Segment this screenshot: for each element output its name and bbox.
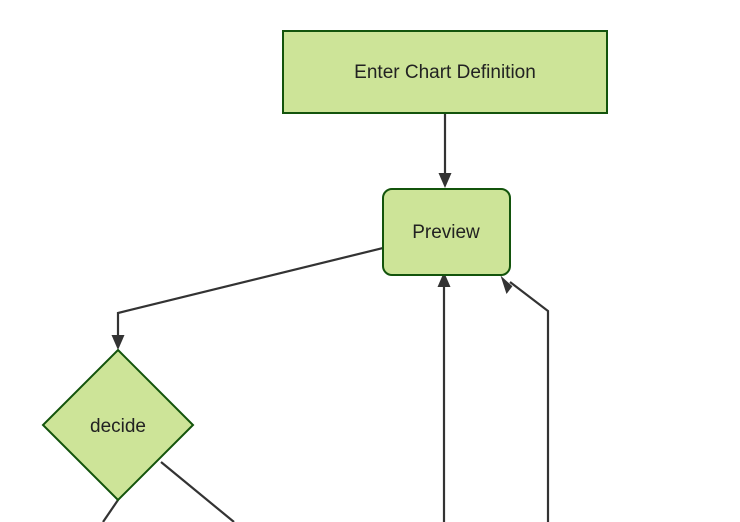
decide-shape[interactable] (41, 348, 195, 502)
node-preview[interactable]: Preview (382, 188, 511, 276)
preview-shape[interactable] (382, 188, 511, 276)
edge-preview-to-decide (111, 246, 384, 350)
enter-chart-definition-shape[interactable] (282, 30, 608, 114)
edge-enter-to-preview (438, 113, 452, 188)
node-enter-chart-definition[interactable]: Enter Chart Definition (282, 30, 608, 114)
edge-decide-bottom-right (160, 461, 235, 522)
edge-decide-bottom-left (102, 499, 119, 522)
edge-bottom-center-to-preview (437, 272, 451, 522)
edge-bottom-right-to-preview (500, 275, 550, 522)
node-decide[interactable]: decide (41, 348, 195, 502)
